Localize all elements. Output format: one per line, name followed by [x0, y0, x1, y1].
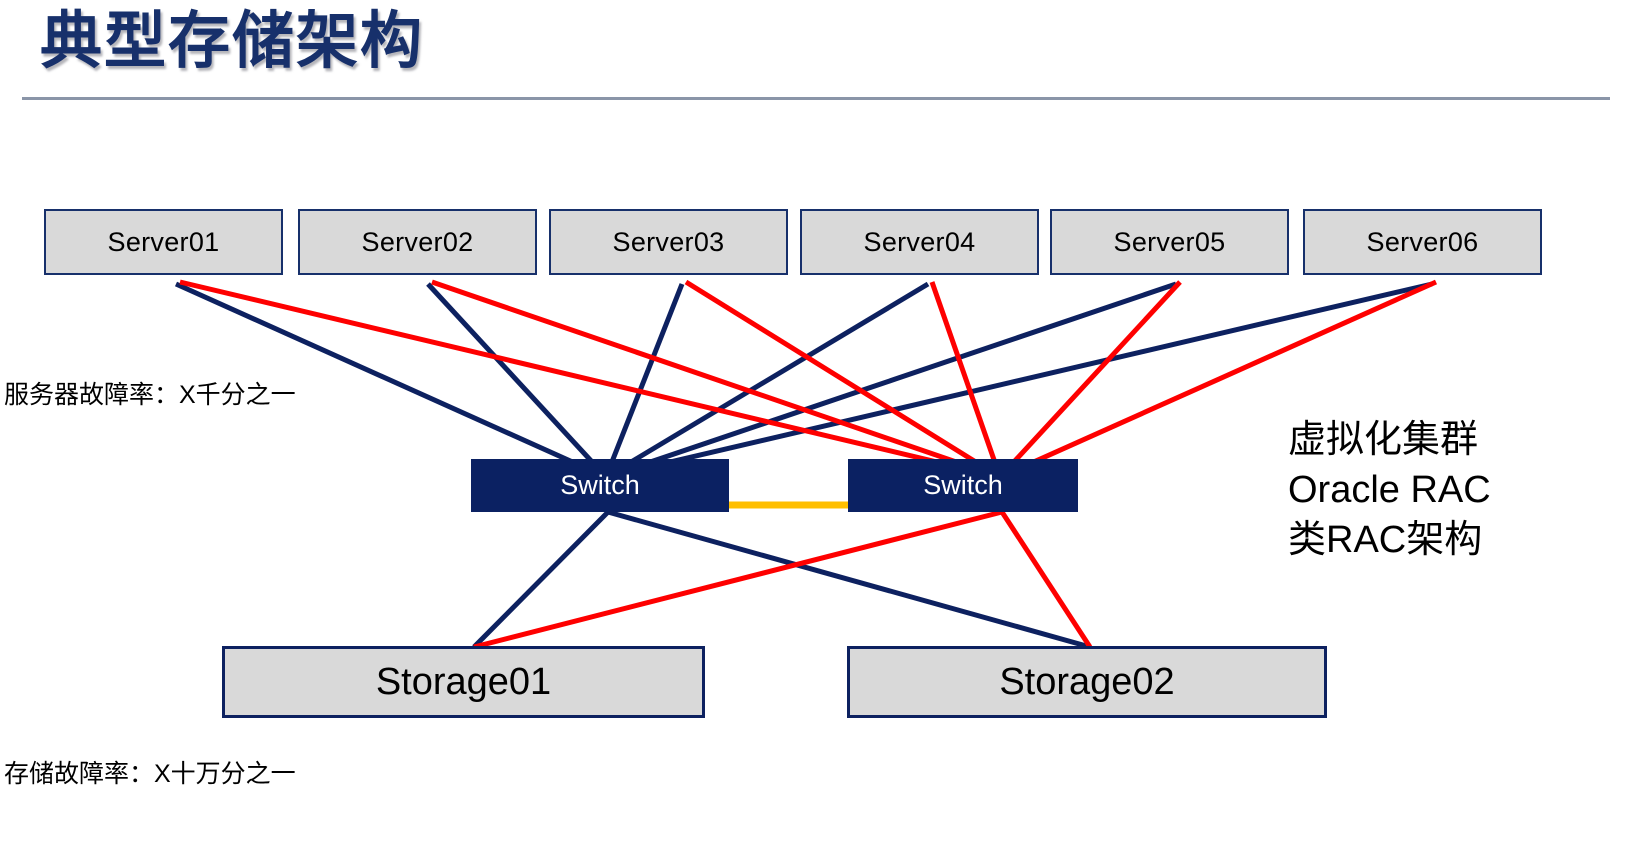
node-server02-label: Server02: [361, 226, 474, 257]
link-server02-switch-b: [431, 279, 1001, 480]
link-server05-switch-a: [605, 281, 1177, 480]
link-switch-b-storage01: [473, 509, 1003, 650]
cluster-note: 虚拟化集群 Oracle RAC 类RAC架构: [1288, 415, 1491, 565]
node-switch-a-label: Switch: [560, 470, 640, 500]
link-server04-switch-b: [929, 281, 1003, 478]
node-server04[interactable]: Server04: [800, 209, 1039, 275]
node-switch-b-label: Switch: [923, 470, 1003, 500]
cluster-note-line1: 虚拟化集群: [1288, 419, 1479, 461]
server-to-left-switch-links: [174, 281, 1433, 480]
node-storage02-label: Storage02: [999, 660, 1175, 703]
node-server06-label: Server06: [1366, 226, 1479, 257]
switch-to-storage-navy-links: [472, 509, 1091, 650]
link-switch-a-storage01: [472, 510, 610, 649]
server-failure-rate-note: 服务器故障率：X千分之一: [4, 381, 296, 409]
node-storage01[interactable]: Storage01: [222, 646, 705, 718]
link-server03-switch-a: [603, 283, 685, 478]
node-switch-a[interactable]: Switch: [471, 459, 729, 512]
link-switch-b-storage02: [999, 510, 1093, 649]
node-server03-label: Server03: [612, 226, 725, 257]
node-server03[interactable]: Server03: [549, 209, 788, 275]
node-server01[interactable]: Server01: [44, 209, 283, 275]
node-storage02[interactable]: Storage02: [847, 646, 1327, 718]
node-server02[interactable]: Server02: [298, 209, 537, 275]
node-server05-label: Server05: [1113, 226, 1226, 257]
server-to-right-switch-links: [179, 279, 1438, 480]
node-server04-label: Server04: [863, 226, 976, 257]
link-server03-switch-b: [684, 279, 1002, 480]
link-switch-a-storage02: [607, 509, 1091, 650]
node-switch-b[interactable]: Switch: [848, 459, 1078, 512]
node-storage01-label: Storage01: [375, 660, 552, 703]
link-server05-switch-b: [998, 280, 1182, 479]
cluster-note-line3: 类RAC架构: [1288, 519, 1483, 561]
node-server06[interactable]: Server06: [1303, 209, 1542, 275]
node-server01-label: Server01: [107, 226, 220, 257]
page-title: 典型存储架构: [40, 7, 425, 76]
link-server04-switch-a: [604, 281, 930, 480]
link-server02-switch-a: [426, 282, 608, 479]
node-server05[interactable]: Server05: [1050, 209, 1289, 275]
link-server01-switch-b: [179, 279, 1001, 480]
title-divider: [22, 97, 1610, 100]
switch-to-storage-red-links: [473, 509, 1093, 650]
storage-failure-rate-note: 存储故障率：X十万分之一: [4, 760, 296, 788]
cluster-note-line2: Oracle RAC: [1288, 469, 1491, 511]
